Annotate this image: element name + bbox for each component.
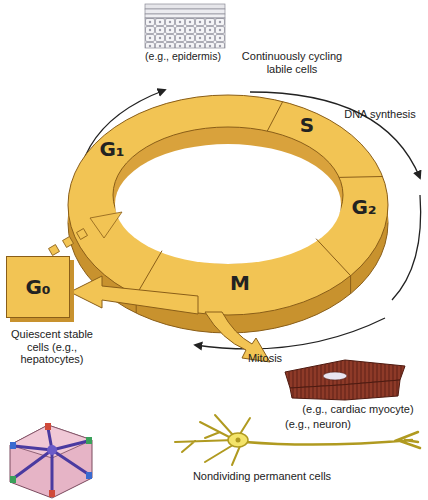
exit-arrow — [70, 276, 198, 314]
reentry-dashed-arrow — [49, 212, 122, 255]
hepatocyte-illustration — [10, 423, 92, 498]
phase-label: S — [292, 114, 322, 137]
phase-box: G₀ — [6, 256, 70, 318]
example-label: (e.g., epidermis) — [133, 50, 233, 62]
phase-description: DNA synthesis — [340, 108, 420, 121]
cell-type-label: Nondividing permanent cells — [177, 470, 347, 483]
phase-label: M — [225, 272, 255, 295]
phase-label: G₂ — [347, 196, 381, 219]
cycle-arrow — [392, 195, 421, 300]
phase-label: G₁ — [95, 138, 129, 161]
phase-label: G₀ — [25, 275, 50, 299]
epidermis-illustration — [145, 4, 225, 48]
cell-type-label: Quiescent stable cells (e.g., hepatocyte… — [2, 328, 102, 366]
cell-type-label: Continuously cycling labile cells — [230, 50, 355, 75]
neuron-illustration — [175, 415, 420, 465]
cell-cycle-ring — [68, 95, 388, 333]
cardiac-myocyte-illustration — [285, 360, 405, 400]
phase-description: Mitosis — [230, 352, 300, 365]
example-label: (e.g., cardiac myocyte) — [293, 403, 423, 416]
example-label: (e.g., neuron) — [273, 418, 363, 431]
